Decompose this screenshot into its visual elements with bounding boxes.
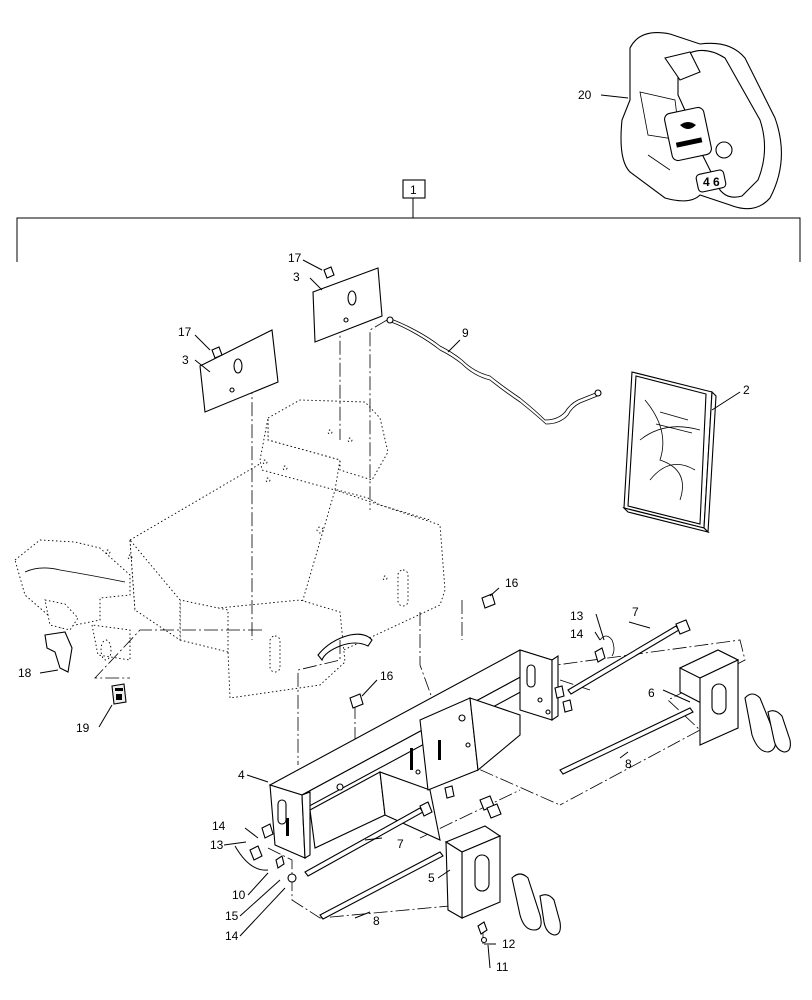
callout-19: 19 bbox=[76, 721, 90, 735]
rod-part-7 bbox=[304, 619, 691, 877]
callout-2: 2 bbox=[743, 383, 750, 397]
cover-plate-left bbox=[199, 329, 279, 413]
harness-wire bbox=[386, 316, 602, 425]
callout-16a: 16 bbox=[505, 576, 519, 590]
screw-part-17 bbox=[211, 266, 335, 359]
callout-8a: 8 bbox=[625, 757, 632, 771]
assembly-bracket bbox=[16, 179, 801, 262]
callout-9: 9 bbox=[462, 326, 469, 340]
callout-13b: 13 bbox=[210, 838, 224, 852]
callout-15: 15 bbox=[225, 909, 239, 923]
bolt-part-16 bbox=[349, 593, 496, 709]
rod-part-8 bbox=[319, 707, 694, 920]
callout-14a: 14 bbox=[570, 627, 584, 641]
spacer-block-part-5 bbox=[444, 825, 561, 936]
spacer-block-part-6 bbox=[678, 649, 791, 753]
callout-14c: 14 bbox=[225, 929, 239, 943]
callout-11: 11 bbox=[496, 960, 509, 974]
hook-bracket-part-18 bbox=[44, 631, 73, 673]
operator-manual-part bbox=[622, 371, 717, 534]
callout-7b: 7 bbox=[397, 837, 404, 851]
callout-3b: 3 bbox=[293, 270, 300, 284]
callout-13a: 13 bbox=[570, 609, 584, 623]
callout-17b: 17 bbox=[288, 251, 302, 265]
callout-10: 10 bbox=[232, 888, 246, 902]
counterweight-part: 4 6 bbox=[620, 32, 782, 210]
callout-17a: 17 bbox=[178, 325, 192, 339]
callout-4: 4 bbox=[238, 768, 245, 782]
hitch-bracket-part bbox=[268, 649, 573, 859]
callout-14b: 14 bbox=[212, 819, 226, 833]
callout-1: 1 bbox=[410, 183, 417, 197]
callout-18: 18 bbox=[18, 666, 32, 680]
small-hardware bbox=[249, 635, 615, 944]
svg-text:4 6: 4 6 bbox=[703, 175, 720, 189]
callout-16b: 16 bbox=[380, 669, 394, 683]
callout-5: 5 bbox=[428, 871, 435, 885]
cover-plate-right bbox=[312, 267, 383, 343]
callout-20: 20 bbox=[578, 88, 592, 102]
callout-labels: 1 20 2 17 3 17 3 9 16 16 13 7 14 6 8 18 … bbox=[18, 88, 750, 974]
callout-7a: 7 bbox=[632, 605, 639, 619]
callout-8b: 8 bbox=[373, 914, 380, 928]
leader-lines bbox=[39, 94, 741, 969]
frame-ghost bbox=[14, 399, 446, 699]
decal-part-19 bbox=[111, 683, 127, 705]
callout-3a: 3 bbox=[182, 353, 189, 367]
callout-6: 6 bbox=[648, 686, 655, 700]
callout-12: 12 bbox=[502, 937, 516, 951]
